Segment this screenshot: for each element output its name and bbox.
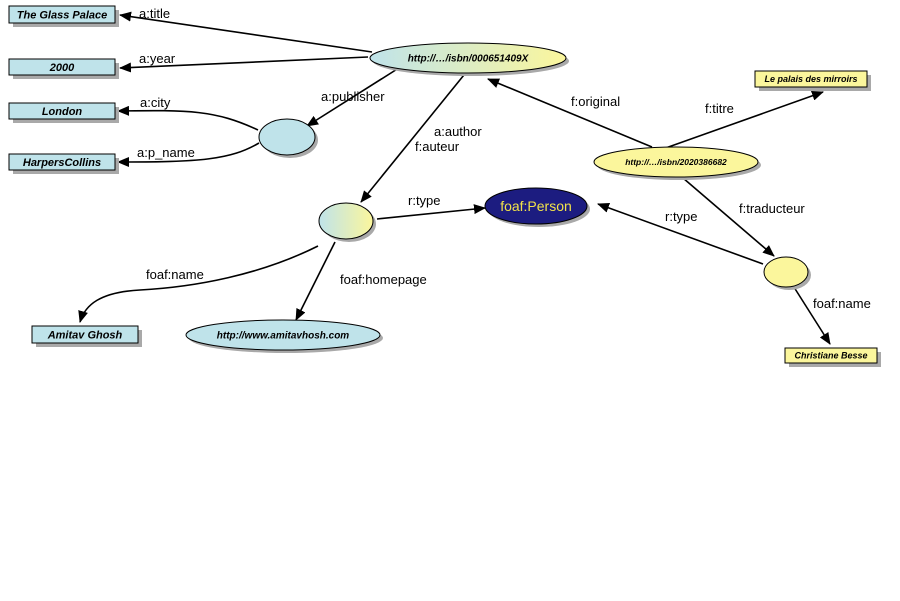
label-foaf-name-left: foaf:name xyxy=(146,267,204,282)
edge-foaf-homepage xyxy=(295,241,336,321)
literal-palais-des-mirroirs: Le palais des mirroirs xyxy=(754,70,871,91)
label-foaf-homepage: foaf:homepage xyxy=(340,272,427,287)
literal-year-2000: 2000 xyxy=(8,58,119,79)
edge-r-type-right xyxy=(597,203,764,265)
edges xyxy=(78,11,831,345)
edge-a-p-name xyxy=(117,142,260,167)
resource-isbn-french: http://…/isbn/2020386682 xyxy=(593,146,761,180)
class-foaf-person: foaf:Person xyxy=(484,187,590,227)
label-r-type-left: r:type xyxy=(408,193,441,208)
literal-christiane-text: Christiane Besse xyxy=(794,351,867,361)
edge-a-city xyxy=(117,105,259,131)
label-a-city: a:city xyxy=(140,95,171,110)
resource-isbn-french-text: http://…/isbn/2020386682 xyxy=(625,157,727,167)
blank-node-publisher xyxy=(258,118,318,158)
label-foaf-name-right: foaf:name xyxy=(813,296,871,311)
label-a-author: a:author xyxy=(434,124,482,139)
label-a-title: a:title xyxy=(139,6,170,21)
resource-homepage: http://www.amitavhosh.com xyxy=(185,319,383,353)
edge-a-author xyxy=(360,69,469,203)
literal-glass-palace: The Glass Palace xyxy=(8,5,119,27)
resource-isbn-english-text: http://…/isbn/000651409X xyxy=(408,54,530,65)
edge-foaf-name-left xyxy=(78,245,319,323)
label-f-titre: f:titre xyxy=(705,101,734,116)
literal-amitav-text: Amitav Ghosh xyxy=(47,330,123,342)
label-f-auteur: f:auteur xyxy=(415,139,460,154)
resource-homepage-text: http://www.amitavhosh.com xyxy=(217,331,350,342)
literal-harpers-text: HarpersCollins xyxy=(23,157,101,169)
edge-f-traducteur xyxy=(682,177,775,257)
label-f-original: f:original xyxy=(571,94,620,109)
literal-christiane-besse: Christiane Besse xyxy=(784,347,881,367)
blank-node-translator xyxy=(763,256,811,290)
literal-year-text: 2000 xyxy=(49,62,75,74)
literal-london-text: London xyxy=(42,106,83,118)
label-a-year: a:year xyxy=(139,51,176,66)
edge-f-original xyxy=(487,78,653,148)
label-f-traducteur: f:traducteur xyxy=(739,201,805,216)
class-foaf-person-text: foaf:Person xyxy=(500,198,572,214)
literal-amitav-ghosh: Amitav Ghosh xyxy=(31,325,142,347)
literal-london: London xyxy=(8,102,119,123)
label-a-p-name: a:p_name xyxy=(137,145,195,160)
blank-node-author xyxy=(318,202,376,242)
edge-f-titre xyxy=(659,90,824,151)
literal-palais-text: Le palais des mirroirs xyxy=(764,74,857,84)
edge-a-publisher xyxy=(306,65,403,127)
edge-foaf-name-right xyxy=(791,283,831,345)
edge-labels: a:title a:year a:city a:p_name a:publish… xyxy=(137,6,871,311)
edge-a-year xyxy=(119,56,369,73)
literal-glass-palace-text: The Glass Palace xyxy=(17,10,108,22)
edge-r-type-left xyxy=(376,204,486,220)
edge-a-title xyxy=(119,11,373,53)
label-a-publisher: a:publisher xyxy=(321,89,385,104)
label-r-type-right: r:type xyxy=(665,209,698,224)
literal-harpers-collins: HarpersCollins xyxy=(8,153,119,174)
resource-isbn-english: http://…/isbn/000651409X xyxy=(369,42,569,76)
